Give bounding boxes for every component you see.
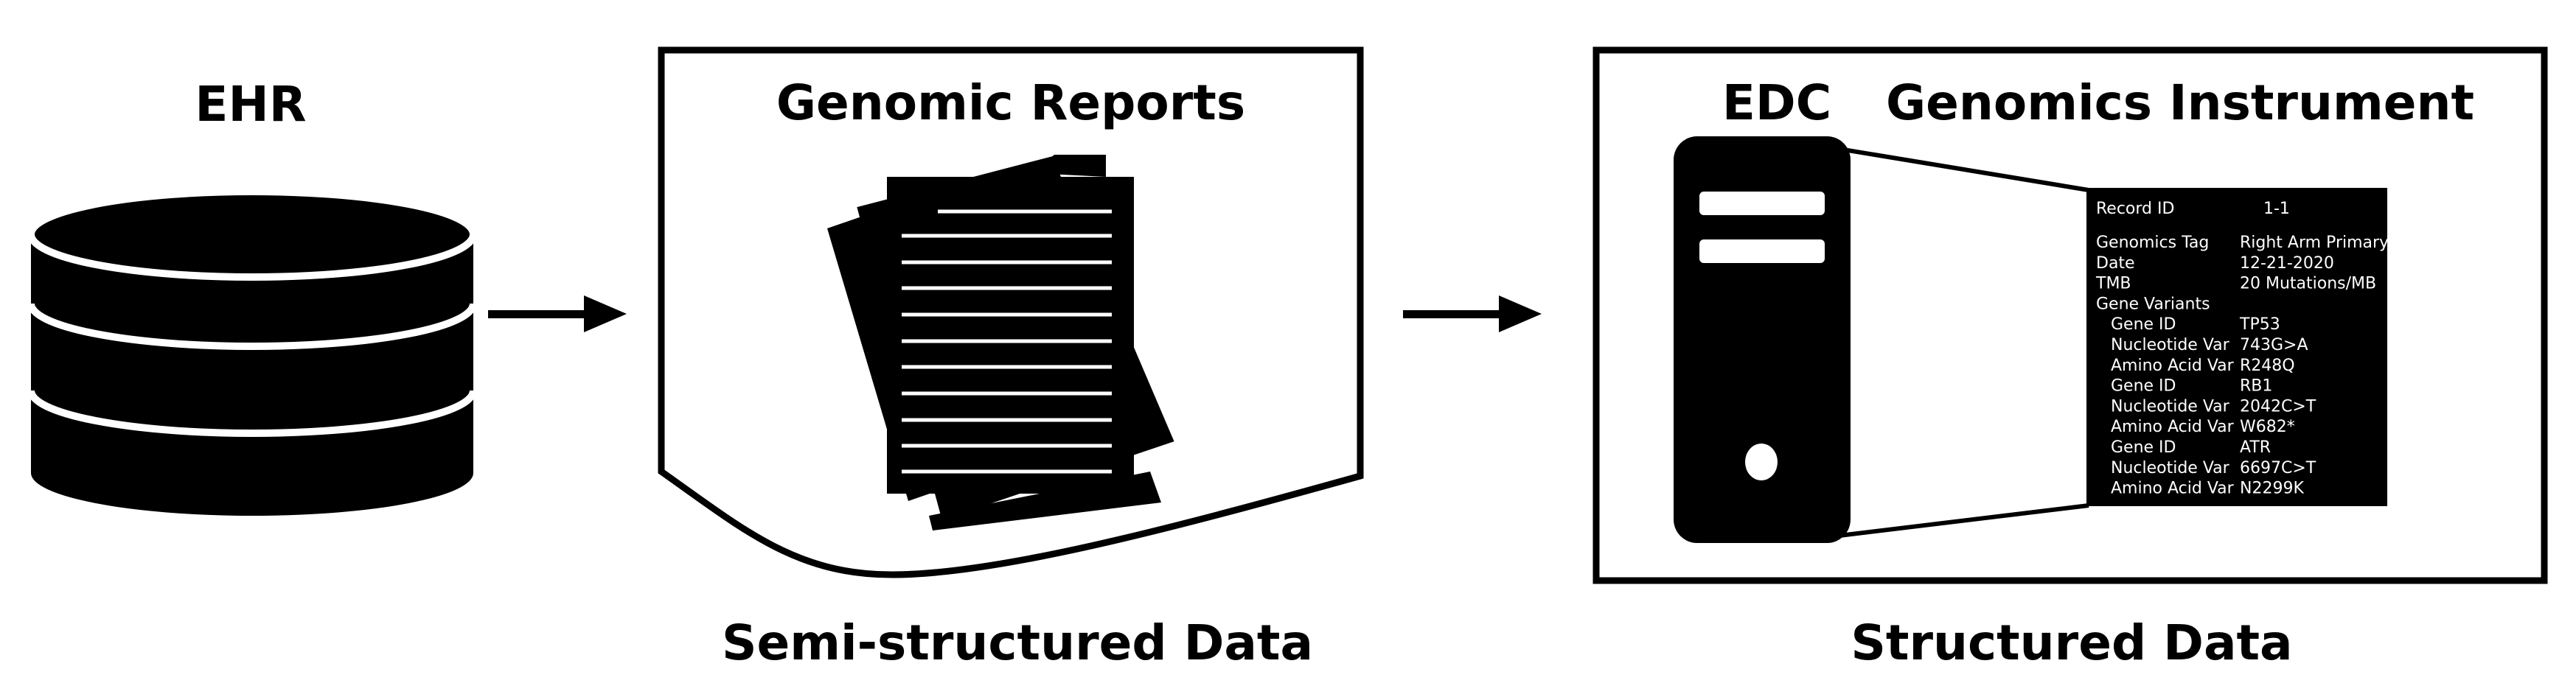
record-field-label: Date — [2096, 254, 2135, 273]
ehr-label: EHR — [195, 76, 306, 133]
genomic-reports-title: Genomic Reports — [776, 74, 1245, 131]
record-field-value: TP53 — [2239, 315, 2280, 334]
record-field-label: Amino Acid Var — [2111, 357, 2235, 375]
record-field-label: Gene ID — [2111, 315, 2176, 334]
database-icon — [27, 188, 477, 516]
record-field-value: Right Arm Primary — [2240, 234, 2389, 252]
edc-panel: EDC Genomics Instrument Record ID 1-1 Ge… — [1592, 46, 2548, 584]
record-field-label: Gene ID — [2111, 438, 2176, 457]
connector-top — [1820, 144, 2089, 192]
documents-icon — [827, 155, 1174, 530]
genomics-instrument-title: Genomics Instrument — [1886, 74, 2474, 131]
genomic-reports-panel: Genomic Reports — [658, 46, 1364, 578]
record-field-value: 2042C>T — [2240, 397, 2316, 416]
record-card: Record ID 1-1 Genomics Tag Right Arm Prim… — [2086, 188, 2389, 506]
edc-title: EDC — [1722, 74, 1831, 131]
semi-structured-data-label: Semi-structured Data — [722, 614, 1313, 671]
record-field-value: RB1 — [2240, 377, 2272, 396]
record-field-label: Genomics Tag — [2096, 234, 2209, 252]
record-field-label: Amino Acid Var — [2111, 418, 2235, 436]
record-field-value: ATR — [2240, 438, 2271, 457]
record-field-value: 12-21-2020 — [2240, 254, 2334, 273]
record-field-label: TMB — [2095, 275, 2131, 293]
record-field-label: Nucleotide Var — [2111, 336, 2230, 354]
record-field-value: 20 Mutations/MB — [2240, 275, 2376, 293]
arrow-reports-to-edc-icon — [1403, 295, 1542, 332]
record-field-value: R248Q — [2240, 357, 2295, 375]
record-field-label: Gene Variants — [2096, 295, 2210, 313]
server-icon — [1674, 136, 1851, 543]
record-field-value: 743G>A — [2240, 336, 2308, 354]
record-field-label: Amino Acid Var — [2111, 480, 2235, 498]
arrow-ehr-to-reports-icon — [488, 295, 627, 332]
record-field-value: N2299K — [2240, 480, 2304, 498]
connector-bottom — [1820, 503, 2089, 540]
record-id-value: 1-1 — [2263, 200, 2290, 218]
record-field-value: W682* — [2240, 418, 2295, 436]
record-field-label: Gene ID — [2111, 377, 2176, 396]
structured-data-label: Structured Data — [1851, 614, 2292, 671]
record-field-label: Nucleotide Var — [2111, 459, 2230, 477]
record-field-value: 6697C>T — [2240, 459, 2316, 477]
record-field-label: Nucleotide Var — [2111, 397, 2230, 416]
record-id-label: Record ID — [2096, 200, 2174, 218]
